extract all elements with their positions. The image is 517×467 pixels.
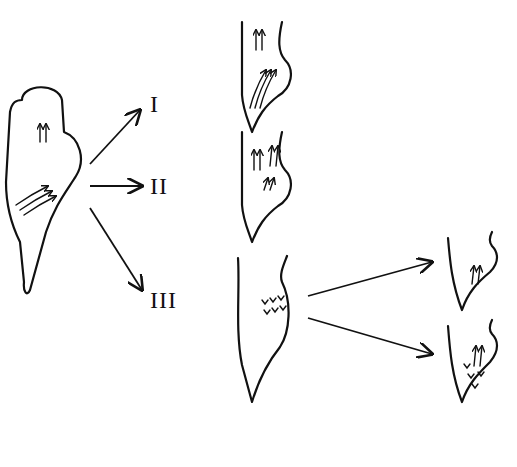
- outline: [242, 22, 291, 132]
- outline: [242, 132, 291, 242]
- outline: [6, 87, 81, 293]
- flow-arrow: [270, 178, 274, 190]
- transition-arrow: [90, 185, 142, 187]
- flow-arrow: [24, 196, 56, 215]
- flow-arrow: [276, 146, 278, 166]
- flow-arrow: [250, 70, 266, 108]
- flow-arrow: [480, 346, 482, 366]
- flow-arrow: [255, 70, 271, 108]
- stage-numeral: III: [150, 288, 177, 312]
- flow-arrow: [39, 124, 40, 142]
- shape-i: [242, 22, 291, 132]
- flow-arrow: [474, 346, 476, 366]
- shape-iii-b: [448, 320, 497, 402]
- shape-iii: [238, 256, 289, 402]
- shape-iii-a: [448, 232, 497, 310]
- mark-cluster: [464, 364, 484, 388]
- stage-numeral: I: [150, 92, 159, 116]
- transition-arrow: [90, 110, 140, 164]
- flow-arrow: [261, 30, 262, 50]
- stage-numeral: II: [150, 174, 168, 198]
- flow-arrow: [478, 266, 480, 284]
- transition-arrow: [90, 208, 142, 290]
- flow-arrow: [270, 146, 272, 166]
- transition-arrow: [308, 262, 432, 296]
- flow-arrow: [472, 266, 474, 284]
- flow-arrow: [45, 124, 46, 142]
- shape-ii: [242, 132, 291, 242]
- transition-arrow: [308, 318, 432, 354]
- outline: [448, 320, 497, 402]
- outline: [238, 256, 289, 402]
- outline: [448, 232, 497, 310]
- flow-arrow: [259, 150, 260, 170]
- source-outline: [6, 87, 81, 293]
- flow-arrow: [264, 178, 268, 190]
- flow-arrow: [253, 150, 254, 170]
- mark-cluster: [262, 296, 286, 314]
- flow-arrow: [255, 30, 256, 50]
- flow-arrow: [260, 70, 276, 108]
